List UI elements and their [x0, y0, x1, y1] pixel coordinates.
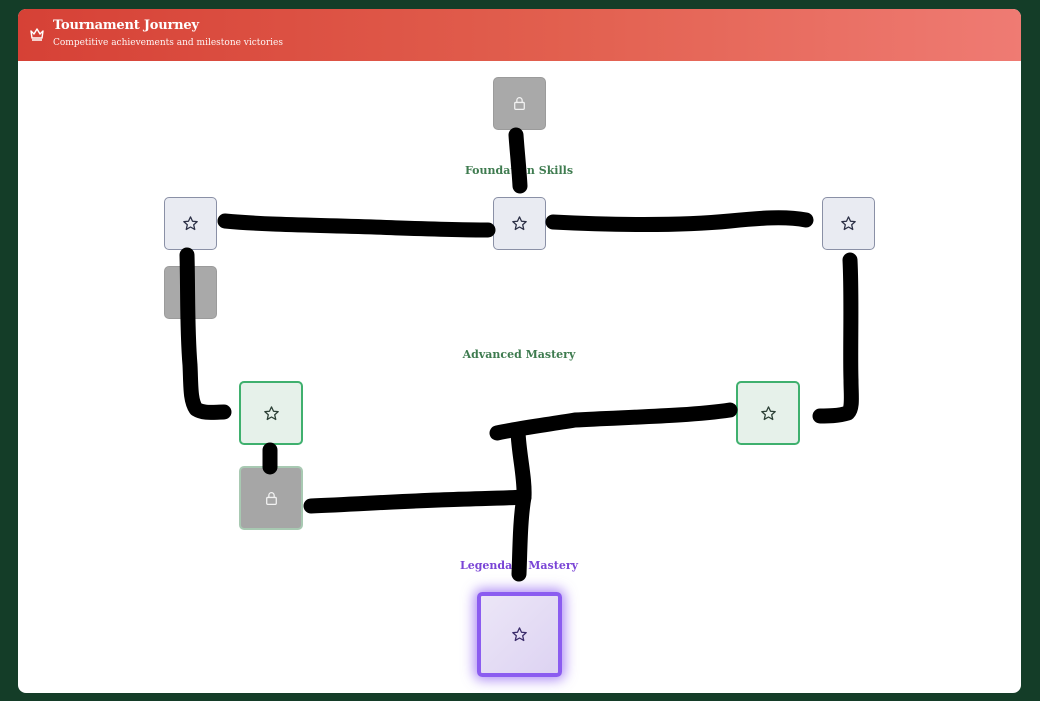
header-bar: Tournament Journey Competitive achieveme…: [18, 9, 1021, 61]
lock-icon: [514, 97, 525, 110]
tier-label-foundation: Foundation Skills: [464, 164, 574, 177]
node-advanced-right[interactable]: [736, 381, 800, 445]
tier-label-legendary: Legendary Mastery: [459, 559, 579, 572]
crown-icon: [30, 28, 44, 41]
star-icon: [512, 216, 527, 231]
connector-hub-to-right: [489, 402, 738, 441]
node-foundation-left[interactable]: [164, 197, 217, 250]
star-icon: [263, 405, 279, 420]
star-icon: [512, 627, 527, 642]
node-foundation-right[interactable]: [822, 197, 875, 250]
lock-icon: [265, 491, 277, 505]
node-foundation-left-sub[interactable]: [164, 266, 217, 319]
node-foundation-top[interactable]: [493, 77, 546, 130]
star-icon: [760, 405, 776, 420]
connector-center-right: [545, 210, 814, 232]
connector-right-down: [812, 252, 859, 424]
connector-left-center: [217, 213, 496, 238]
connector-left-sub-to-hub: [303, 489, 532, 514]
node-legendary[interactable]: [477, 592, 562, 677]
star-icon: [183, 216, 198, 231]
node-advanced-left-sub[interactable]: [239, 466, 303, 530]
star-icon: [841, 216, 856, 231]
connector-top-center: [508, 127, 528, 194]
page-title: Tournament Journey: [53, 18, 199, 33]
tier-label-advanced: Advanced Mastery: [462, 348, 576, 361]
page-subtitle: Competitive achievements and milestone v…: [53, 38, 283, 48]
connector-hub-vertical: [510, 424, 532, 582]
node-foundation-center[interactable]: [493, 197, 546, 250]
node-advanced-left[interactable]: [239, 381, 303, 445]
